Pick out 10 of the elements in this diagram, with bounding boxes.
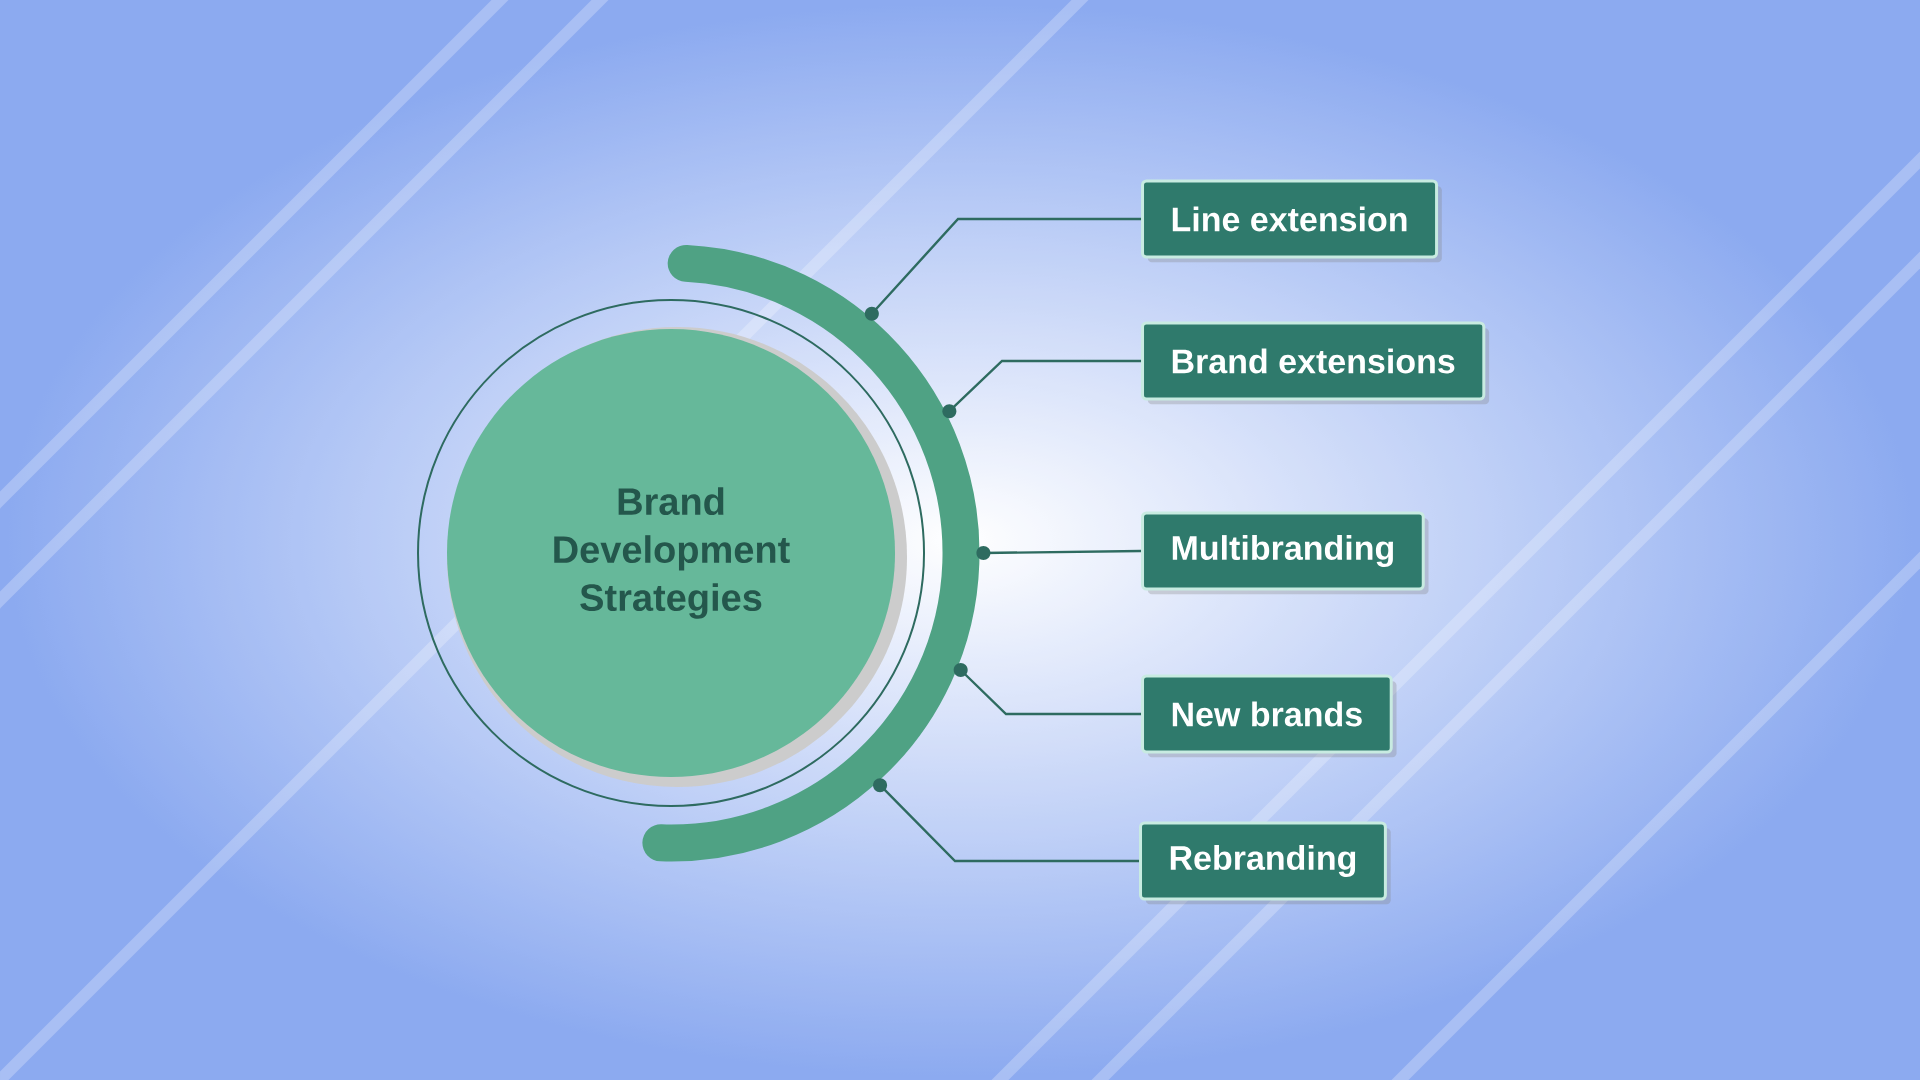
label-box: Multibranding [1141,511,1429,595]
leader-line [953,663,1141,716]
label-box: Line extension [1141,179,1442,263]
label-box: Brand extensions [1141,321,1490,405]
leader-line [942,359,1141,419]
label-box: Rebranding [1139,821,1391,905]
leader-line [976,546,1142,560]
label-box: New brands [1141,674,1397,758]
leader-line [864,217,1141,321]
leader-line [873,778,1139,863]
